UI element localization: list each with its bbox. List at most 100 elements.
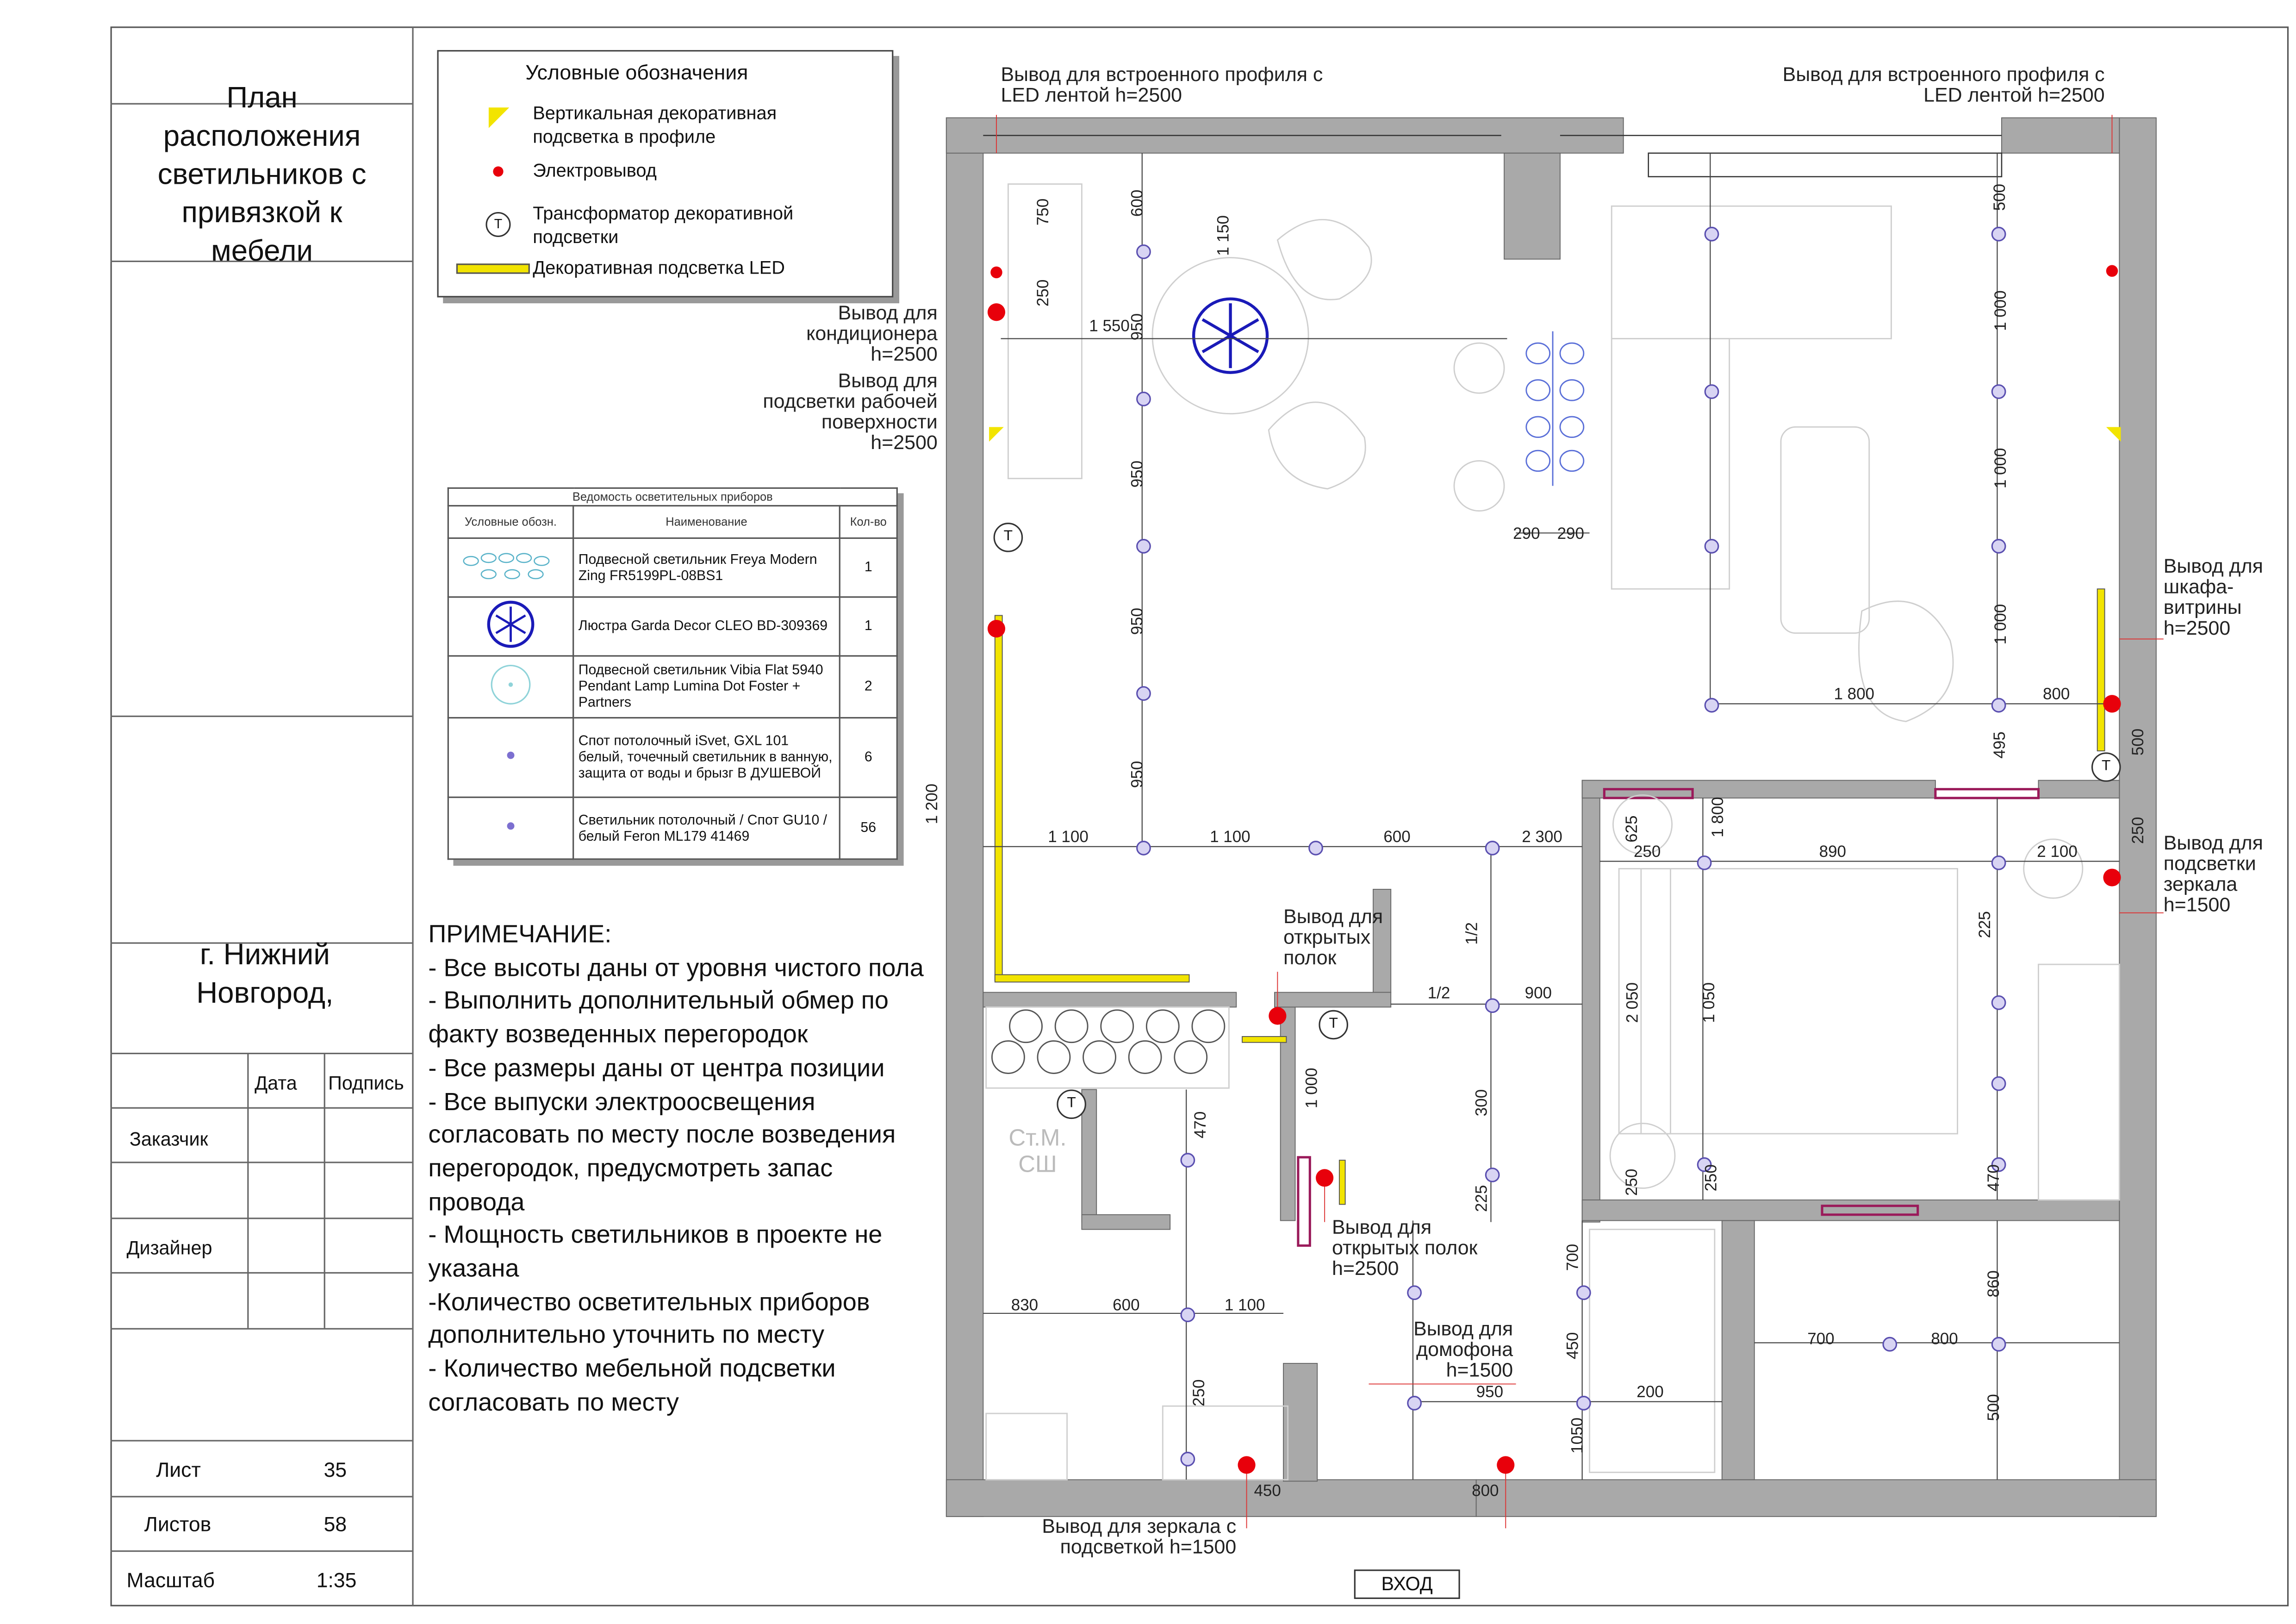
table-cell: 56 bbox=[839, 796, 898, 860]
dimension-label: 2 300 bbox=[1522, 829, 1562, 847]
tb-line bbox=[110, 1052, 412, 1055]
date-label: Дата bbox=[255, 1072, 297, 1094]
dimension-label: 950 bbox=[1129, 607, 1147, 635]
dimension-label: 1 000 bbox=[1992, 448, 2010, 489]
tb-line bbox=[110, 1272, 412, 1274]
dimension-label: 250 bbox=[1633, 843, 1661, 862]
ceiling-spot-icon bbox=[1991, 1337, 2006, 1352]
ceiling-spot-icon bbox=[1704, 698, 1719, 713]
dimension-label: 950 bbox=[1129, 460, 1147, 488]
dimension-label: 200 bbox=[1636, 1384, 1664, 1402]
dimension-label: 1 050 bbox=[1701, 982, 1719, 1023]
ceiling-spot-icon bbox=[1704, 384, 1719, 399]
ceiling-spot-icon bbox=[1991, 384, 2006, 399]
note-line: - Количество мебельной подсветки согласо… bbox=[428, 1355, 836, 1417]
dimension-label: 800 bbox=[1931, 1331, 1958, 1349]
ceiling-spot-icon bbox=[1180, 1307, 1195, 1323]
table-cell: 6 bbox=[839, 717, 898, 798]
dimension-label: 2 050 bbox=[1624, 982, 1643, 1023]
transformer-icon: T bbox=[993, 523, 1023, 552]
ceiling-spot-icon bbox=[1576, 1285, 1591, 1300]
title-block-divider bbox=[412, 26, 414, 1606]
annotation-intercom: Вывод для домофона h=1500 bbox=[1413, 1318, 1513, 1381]
outlet-marker bbox=[2103, 868, 2121, 887]
tb-line bbox=[110, 1107, 412, 1109]
ceiling-spot-icon bbox=[1136, 539, 1151, 554]
floor-plan bbox=[946, 115, 2164, 1529]
ceiling-spot-icon bbox=[1136, 391, 1151, 406]
ceiling-spot-icon bbox=[447, 796, 574, 860]
ceiling-spot-icon bbox=[1136, 686, 1151, 701]
outlet-marker bbox=[990, 266, 1002, 279]
shower-label: Ст.М. СШ bbox=[1008, 1126, 1067, 1178]
ceiling-spot-icon bbox=[1991, 995, 2006, 1010]
dimension-label: 830 bbox=[1011, 1297, 1039, 1315]
table-header: Наименование bbox=[572, 505, 840, 539]
dimension-label: 1 550 bbox=[1089, 318, 1130, 336]
ceiling-spot-icon bbox=[1697, 855, 1712, 870]
customer-label: Заказчик bbox=[129, 1128, 208, 1150]
legend-item-label: Трансформатор декоративной подсветки bbox=[533, 203, 794, 248]
yellow-triangle-icon bbox=[488, 107, 510, 128]
tb-line bbox=[110, 103, 412, 105]
dimension-label: 1 000 bbox=[1992, 290, 2010, 331]
dimension-label: 600 bbox=[1129, 189, 1147, 217]
tb-line bbox=[110, 1496, 412, 1498]
outlet-marker bbox=[2103, 695, 2121, 713]
ceiling-spot-icon bbox=[1485, 998, 1500, 1013]
ceiling-spot-icon bbox=[1136, 244, 1151, 259]
table-header: Кол-во bbox=[839, 505, 898, 539]
note-line: -Количество осветительных приборов допол… bbox=[428, 1288, 870, 1349]
legend-panel: Условные обозначения Вертикальная декора… bbox=[437, 50, 894, 298]
outlet-marker bbox=[987, 303, 1006, 321]
legend-item-label: Вертикальная декоративная подсветка в пр… bbox=[533, 103, 777, 148]
dimension-label: 950 bbox=[1129, 313, 1147, 341]
dimension-label: 600 bbox=[1383, 829, 1411, 847]
dimension-label: 250 bbox=[1624, 1168, 1642, 1196]
chandelier-icon bbox=[447, 596, 574, 657]
notes-block: ПРИМЕЧАНИЕ: - Все высоты даны от уровня … bbox=[428, 919, 928, 1420]
dimension-label: 1 800 bbox=[1834, 686, 1874, 704]
flat-pendant-icon bbox=[447, 655, 574, 719]
transformer-icon: T bbox=[485, 212, 511, 237]
signature-label: Подпись bbox=[328, 1072, 404, 1094]
dimension-label: 625 bbox=[1624, 815, 1642, 843]
tb-line bbox=[110, 715, 412, 717]
dimension-label: 300 bbox=[1473, 1089, 1492, 1117]
yellow-triangle-icon bbox=[2106, 427, 2121, 442]
ceiling-spot-icon bbox=[1308, 841, 1323, 856]
ceiling-spot-icon bbox=[1991, 1076, 2006, 1091]
ceiling-spot-icon bbox=[1407, 1285, 1422, 1300]
fixtures-schedule: Ведомость осветительных приборов Условны… bbox=[447, 487, 898, 860]
dimension-label: 470 bbox=[1192, 1111, 1210, 1139]
table-cell: Спот потолочный iSvet, GXL 101 белый, то… bbox=[572, 717, 840, 798]
dimension-label: 250 bbox=[1703, 1164, 1721, 1192]
table-cell: Светильник потолочный / Спот GU10 / белы… bbox=[572, 796, 840, 860]
dimension-label: 1 200 bbox=[924, 783, 942, 824]
ceiling-spot-icon bbox=[1180, 1451, 1195, 1467]
dimension-label: 225 bbox=[1977, 911, 1995, 938]
outlet-marker bbox=[1238, 1456, 1256, 1474]
sheets-value: 58 bbox=[324, 1512, 347, 1536]
city-label: г. Нижний Новгород, bbox=[196, 939, 334, 1010]
dimension-label: 700 bbox=[1565, 1243, 1583, 1271]
dimension-label: 1/2 bbox=[1464, 922, 1482, 945]
note-line: - Выполнить дополнительный обмер по факт… bbox=[428, 987, 889, 1049]
ceiling-spot-icon bbox=[1704, 226, 1719, 242]
annotation-open-shelves-top: Вывод для открытых полок bbox=[1283, 905, 1383, 969]
tb-line bbox=[110, 1550, 412, 1552]
table-row: Подвесной светильник Vibia Flat 5940 Pen… bbox=[447, 655, 898, 719]
dimension-label: 1 800 bbox=[1710, 797, 1728, 837]
entrance-label: ВХОД bbox=[1354, 1569, 1460, 1599]
scale-value: 1:35 bbox=[316, 1568, 357, 1592]
table-cell: Люстра Garda Decor CLEO BD-309369 bbox=[572, 596, 840, 657]
dimension-label: 1/2 bbox=[1427, 985, 1450, 1003]
dimension-label: 950 bbox=[1129, 761, 1147, 788]
dimension-label: 450 bbox=[1254, 1482, 1281, 1500]
table-header: Условные обозн. bbox=[447, 505, 574, 539]
outlet-marker bbox=[987, 619, 1006, 638]
sheet-frame bbox=[110, 26, 2289, 1606]
dimension-label: 470 bbox=[1985, 1164, 2004, 1192]
ceiling-spot-icon bbox=[1576, 1396, 1591, 1411]
legend-title: Условные обозначения bbox=[525, 60, 748, 84]
